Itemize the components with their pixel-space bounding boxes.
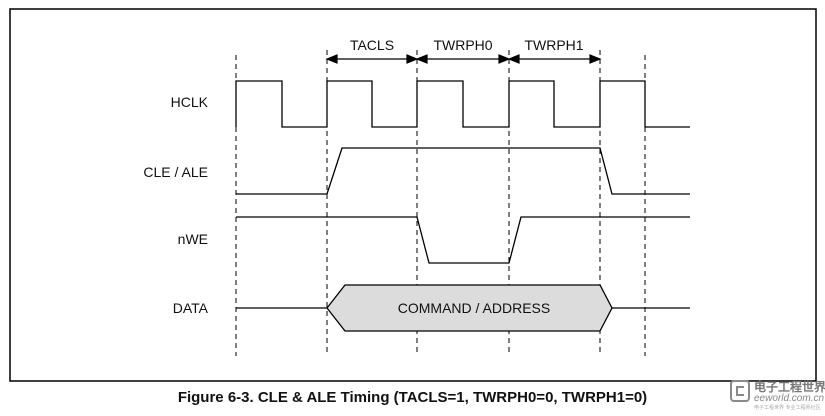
twrph0-arrow-right (498, 54, 511, 64)
signal-label-data: DATA (173, 300, 209, 316)
cle-ale-waveform (236, 147, 690, 195)
eeworld-logo-icon (730, 380, 750, 402)
watermark-logo: 电子工程世界 eeworld.com.cn 电子工程世界 专业工程师社区 (730, 378, 825, 412)
twrph1-arrow-right (589, 54, 602, 64)
signal-label-nwe: nWE (178, 231, 208, 247)
figure-caption: Figure 6-3. CLE & ALE Timing (TACLS=1, T… (177, 389, 648, 406)
hclk-waveform (235, 80, 690, 128)
tacls-arrow-left (325, 54, 338, 64)
nwe-waveform (236, 216, 690, 264)
watermark-site: eeworld.com.cn (754, 393, 825, 404)
data-bus-label: COMMAND / ADDRESS (398, 300, 550, 316)
phase-label-twrph1: TWRPH1 (524, 37, 583, 53)
phase-label-tacls: TACLS (350, 37, 394, 53)
twrph0-arrow-left (415, 54, 428, 64)
phase-arrows (325, 54, 602, 64)
twrph1-arrow-left (507, 54, 520, 64)
watermark-name: 电子工程世界 (754, 380, 825, 394)
tacls-arrow-right (406, 54, 419, 64)
signal-label-cle-ale: CLE / ALE (143, 164, 208, 180)
diagram-frame (9, 8, 817, 382)
phase-label-twrph0: TWRPH0 (433, 37, 492, 53)
watermark-tagline: 电子工程世界 专业工程师社区 (754, 405, 821, 411)
signal-label-hclk: HCLK (171, 94, 209, 110)
